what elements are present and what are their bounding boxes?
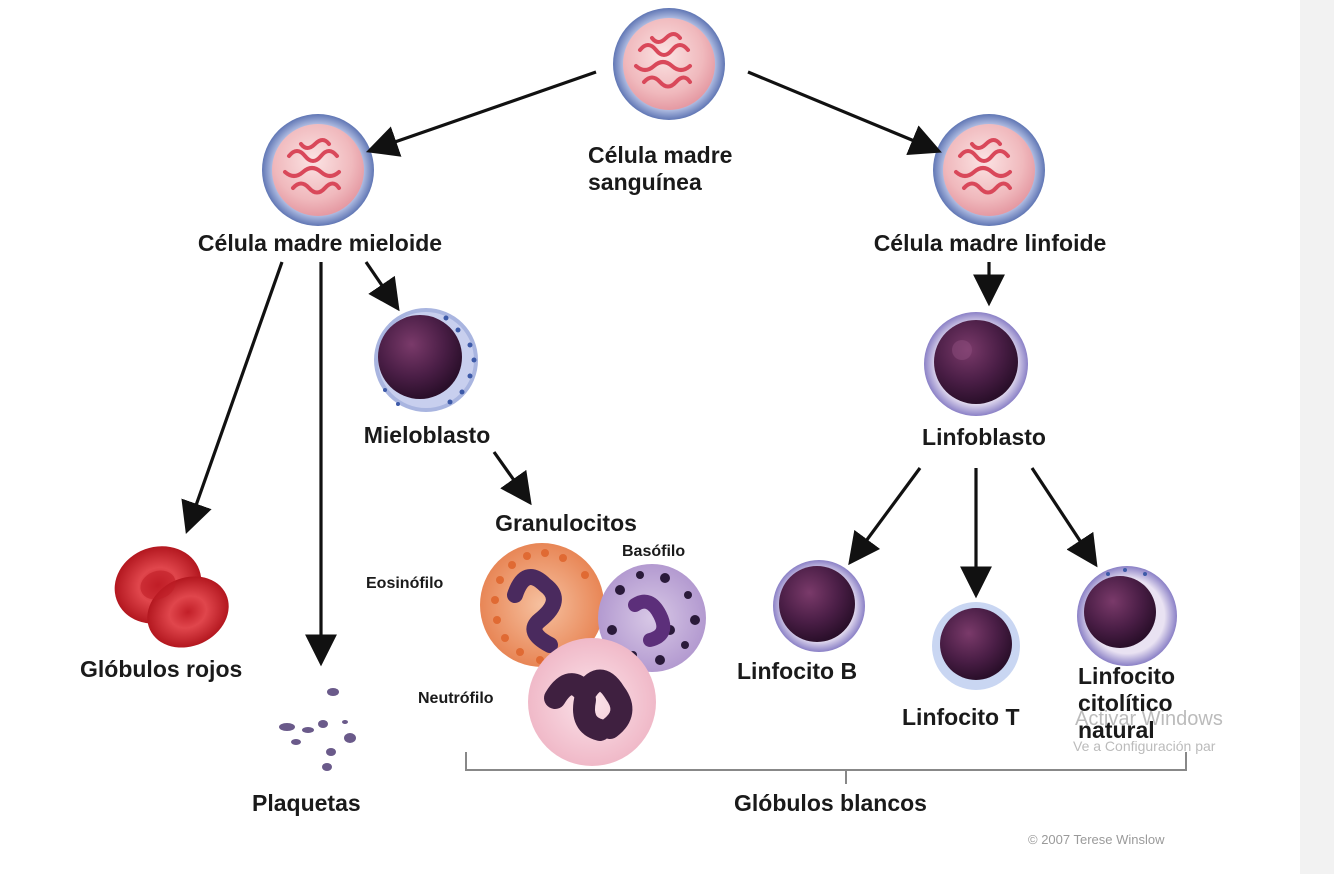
- lineage-arrows: [181, 70, 1098, 667]
- basophil-label: Basófilo: [622, 543, 686, 560]
- red-blood-cells-icon: [114, 546, 229, 648]
- myeloblast-label: Mieloblasto: [363, 422, 491, 448]
- t-lymphocyte-label: Linfocito T: [902, 704, 1020, 730]
- lymphoid-stem-cell-icon: [933, 114, 1045, 226]
- lymphoblast-label: Linfoblasto: [922, 424, 1046, 450]
- lymphoid-stem-cell-label: Célula madre linfoide: [873, 230, 1107, 256]
- red-blood-cells-label: Glóbulos rojos: [80, 656, 243, 682]
- myeloblast-icon: [374, 308, 478, 412]
- t-lymphocyte-icon: [932, 602, 1020, 690]
- stem-cell-label: Célula madre sanguínea: [588, 142, 733, 195]
- neutrophil-icon: [528, 638, 656, 766]
- myeloid-stem-cell-label: Célula madre mieloide: [197, 230, 443, 256]
- neutrophil-label: Neutrófilo: [418, 690, 494, 707]
- white-blood-cells-bracket: [465, 752, 1187, 784]
- nk-cell-label: Linfocito citolítico natural: [1078, 663, 1176, 743]
- granulocytes-label: Granulocitos: [495, 510, 637, 536]
- nk-cell-icon: [1077, 566, 1177, 666]
- windows-activation-subtext: Ve a Configuración par: [1073, 738, 1216, 754]
- copyright-credit: © 2007 Terese Winslow: [1028, 832, 1165, 847]
- b-lymphocyte-label: Linfocito B: [737, 658, 858, 684]
- myeloid-stem-cell-icon: [262, 114, 374, 226]
- lymphoblast-icon: [924, 312, 1028, 416]
- windows-activation-watermark: Activar Windows: [1075, 708, 1223, 730]
- eosinophil-label: Eosinófilo: [366, 575, 444, 592]
- b-lymphocyte-icon: [773, 560, 865, 652]
- white-blood-cells-label: Glóbulos blancos: [734, 790, 927, 816]
- basophil-icon: [598, 564, 706, 672]
- scrollbar-strip: [1300, 0, 1334, 874]
- platelets-label: Plaquetas: [252, 790, 361, 816]
- blood-stem-cell-icon: [613, 8, 725, 120]
- platelets-icon: [279, 688, 356, 771]
